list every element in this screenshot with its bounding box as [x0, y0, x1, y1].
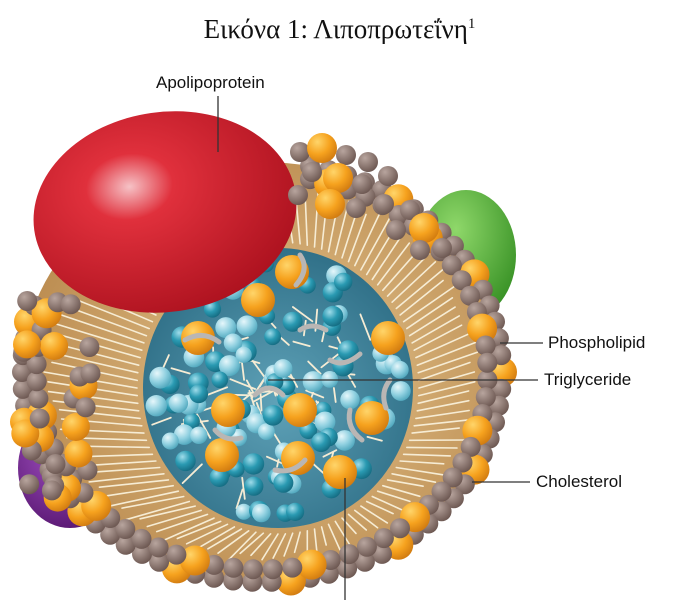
phospholipid-head: [336, 145, 356, 165]
cholesterol-molecule: [241, 283, 275, 317]
phospholipid-head: [61, 294, 81, 314]
phospholipid-head: [263, 559, 283, 579]
phospholipid-head: [476, 387, 496, 407]
surface-cholesterol: [323, 163, 353, 193]
phospholipid-head: [374, 194, 394, 214]
cholesterol-molecule: [283, 393, 317, 427]
phospholipid-head: [477, 353, 497, 373]
triglyceride-molecule: [149, 367, 171, 389]
triglyceride-molecule: [334, 273, 352, 291]
cholesterol-molecule: [371, 321, 405, 355]
triglyceride-molecule: [190, 427, 207, 444]
triglyceride-molecule: [237, 315, 258, 336]
phospholipid-head: [27, 371, 47, 391]
phospholipid-head: [352, 174, 372, 194]
triglyceride-molecule: [391, 381, 411, 401]
label-cholesterol: Cholesterol: [536, 472, 622, 492]
triglyceride-molecule: [274, 359, 293, 378]
phospholipid-head: [339, 544, 359, 564]
phospholipid-head: [476, 336, 496, 356]
surface-cholesterol: [13, 330, 41, 358]
triglyceride-molecule: [264, 328, 281, 345]
fatty-tail: [407, 447, 457, 448]
triglyceride-molecule: [175, 451, 195, 471]
phospholipid-head: [28, 389, 48, 409]
cholesterol-molecule: [211, 393, 245, 427]
cholesterol-molecule: [323, 455, 357, 489]
phospholipid-head: [288, 185, 308, 205]
triglyceride-molecule: [273, 473, 293, 493]
triglyceride-molecule: [252, 504, 271, 523]
phospholipid-head: [76, 397, 96, 417]
phospholipid-head: [243, 559, 263, 579]
phospholipid-head: [166, 545, 186, 565]
triglyceride-molecule: [258, 423, 275, 440]
phospholipid-head: [17, 291, 37, 311]
surface-cholesterol: [40, 332, 68, 360]
triglyceride-molecule: [243, 453, 264, 474]
triglyceride-molecule: [391, 361, 409, 379]
triglyceride-molecule: [322, 306, 343, 327]
phospholipid-head: [302, 162, 322, 182]
triglyceride-molecule: [340, 390, 359, 409]
phospholipid-head: [282, 558, 302, 578]
phospholipid-head: [42, 480, 62, 500]
phospholipid-head: [374, 528, 394, 548]
label-apolipoprotein: Apolipoprotein: [156, 73, 265, 93]
triglyceride-molecule: [212, 372, 229, 389]
fatty-tail: [261, 392, 262, 410]
phospholipid-head: [81, 363, 101, 383]
phospholipid-head: [30, 409, 50, 429]
triglyceride-molecule: [244, 477, 263, 496]
phospholipid-head: [358, 152, 378, 172]
triglyceride-molecule: [236, 347, 252, 363]
phospholipid-head: [46, 454, 66, 474]
triglyceride-molecule: [303, 371, 324, 392]
cholesterol-molecule: [205, 438, 239, 472]
phospholipid-head: [290, 142, 310, 162]
surface-cholesterol: [307, 133, 337, 163]
phospholipid-head: [223, 558, 243, 578]
triglyceride-molecule: [162, 433, 179, 450]
surface-cholesterol: [315, 189, 345, 219]
triglyceride-molecule: [146, 395, 167, 416]
phospholipid-head: [346, 198, 366, 218]
surface-cholesterol: [409, 213, 439, 243]
phospholipid-head: [357, 537, 377, 557]
phospholipid-head: [386, 220, 406, 240]
phospholipid-head: [79, 337, 99, 357]
phospholipid-head: [432, 238, 452, 258]
phospholipid-head: [410, 240, 430, 260]
surface-cholesterol: [65, 440, 93, 468]
phospholipid-head: [378, 166, 398, 186]
label-triglyceride: Triglyceride: [544, 370, 631, 390]
triglyceride-molecule: [169, 394, 188, 413]
triglyceride-molecule: [311, 432, 331, 452]
triglyceride-molecule: [263, 405, 284, 426]
label-phospholipid: Phospholipid: [548, 333, 645, 353]
triglyceride-molecule: [286, 503, 304, 521]
triglyceride-molecule: [189, 384, 208, 403]
phospholipid-head: [19, 474, 39, 494]
phospholipid-head: [149, 537, 169, 557]
